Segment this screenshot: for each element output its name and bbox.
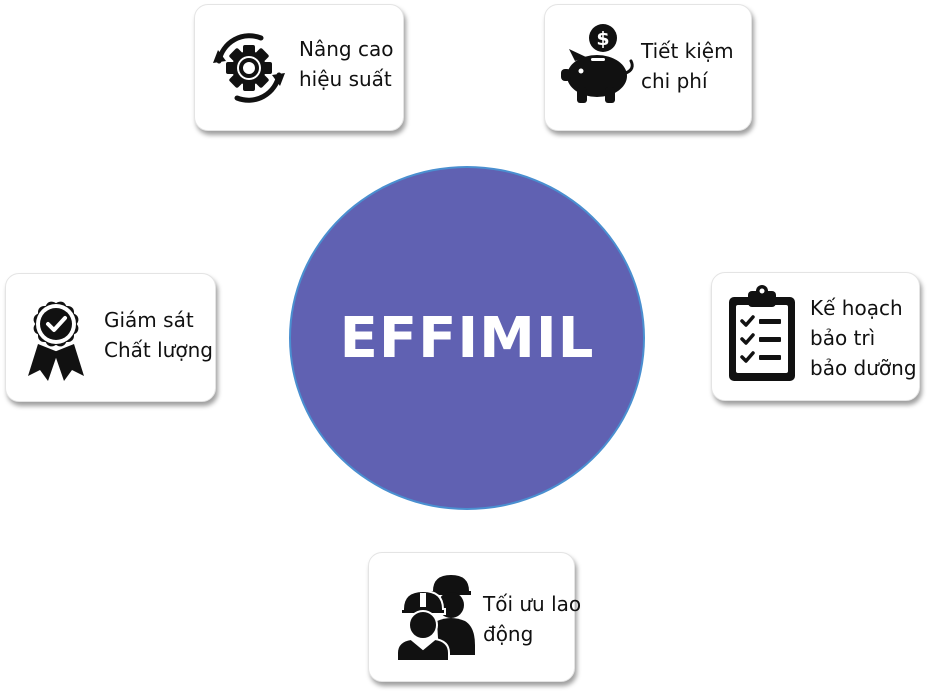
workers-icon (395, 573, 475, 663)
label-line: Tối ưu lao (483, 592, 582, 616)
card-labor-optimization: Tối ưu lao động (368, 552, 581, 682)
label-line: chi phí (641, 69, 708, 93)
piggy-bank-icon: $ (559, 21, 635, 107)
center-hub: EFFIMIL (289, 166, 645, 510)
card-label: Tiết kiệm chi phí (641, 36, 734, 96)
label-line: Chất lượng (104, 338, 213, 362)
card-label: Giám sát Chất lượng (104, 305, 213, 365)
gear-cycle-icon (209, 23, 289, 113)
hub-label: EFFIMIL (339, 305, 595, 371)
card-quality-monitoring: Giám sát Chất lượng (5, 273, 216, 402)
label-line: bảo dưỡng (810, 356, 917, 380)
label-line: hiệu suất (299, 67, 392, 91)
svg-text:$: $ (596, 28, 609, 50)
label-line: Tiết kiệm (641, 39, 734, 63)
card-cost-saving: $ Tiết kiệm chi phí (544, 4, 752, 131)
card-label: Nâng cao hiệu suất (299, 34, 393, 94)
card-maintenance-plan: Kế hoạch bảo trì bảo dưỡng (711, 272, 920, 401)
card-label: Tối ưu lao động (483, 589, 581, 649)
label-line: Kế hoạch (810, 296, 903, 320)
label-line: động (483, 622, 534, 646)
label-line: Nâng cao (299, 37, 394, 61)
quality-badge-icon (20, 288, 92, 384)
card-label: Kế hoạch bảo trì bảo dưỡng (810, 293, 917, 383)
label-line: bảo trì (810, 326, 876, 350)
clipboard-checklist-icon (726, 285, 798, 383)
label-line: Giám sát (104, 308, 194, 332)
card-efficiency: Nâng cao hiệu suất (194, 4, 404, 131)
